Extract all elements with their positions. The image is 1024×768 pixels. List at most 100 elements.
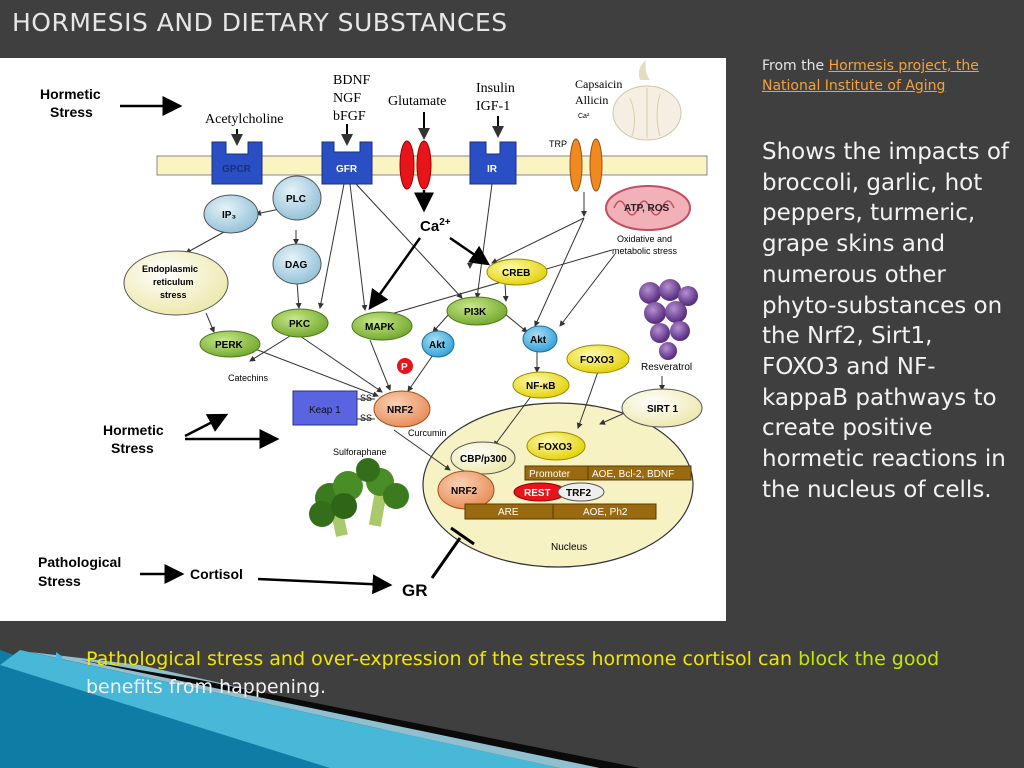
- svg-text:IR: IR: [487, 164, 498, 175]
- svg-text:ARE: ARE: [498, 507, 519, 518]
- disulfide-label-2: SS: [360, 413, 372, 423]
- bfgf-label: bFGF: [333, 109, 366, 124]
- mitochondrion-image: ATP, ROS: [605, 185, 691, 231]
- pathological-stress-line1: Pathological: [38, 554, 121, 570]
- gfr-receptor: GFR: [321, 141, 373, 185]
- oxidative-stress-line1: Oxidative and: [617, 234, 672, 244]
- description-text: Shows the impacts of broccoli, garlic, h…: [762, 139, 1010, 503]
- foxo3-cytoplasm-node: FOXO3: [566, 344, 630, 374]
- bullet-highlight-part2: block the good: [798, 648, 940, 670]
- svg-text:GFR: GFR: [336, 164, 358, 175]
- sirt1-node: SIRT 1: [621, 388, 703, 428]
- nrf2-nucleus-node: NRF2: [437, 470, 495, 510]
- svg-text:GPCR: GPCR: [222, 164, 252, 175]
- creb-node: CREB: [486, 258, 548, 286]
- bullet-highlight-part1: Pathological stress and over-expression …: [86, 648, 799, 670]
- hormetic-stress-top-line2: Stress: [50, 104, 93, 120]
- calcium-label: Ca2+: [420, 217, 451, 235]
- svg-text:P: P: [401, 362, 408, 373]
- phosphate-badge: P: [397, 358, 413, 374]
- mapk-node: MAPK: [351, 311, 413, 341]
- broccoli-image: [309, 458, 409, 537]
- pi3k-node: PI3K: [446, 296, 508, 326]
- svg-text:PKC: PKC: [289, 319, 310, 330]
- resveratrol-label: Resveratrol: [641, 362, 692, 373]
- pkc-node: PKC: [271, 308, 329, 338]
- svg-text:FOXO3: FOXO3: [580, 355, 614, 366]
- trp-channel: [569, 138, 603, 192]
- svg-text:Endoplasmic: Endoplasmic: [142, 264, 198, 274]
- foxo3-nucleus-node: FOXO3: [526, 431, 586, 461]
- trf2-node: TRF2: [557, 482, 605, 502]
- svg-text:REST: REST: [524, 488, 551, 499]
- acetylcholine-label: Acetylcholine: [205, 112, 284, 127]
- garlic-image: [612, 60, 682, 141]
- svg-text:NRF2: NRF2: [387, 405, 414, 416]
- hormetic-stress-top-line1: Hormetic: [40, 86, 101, 102]
- svg-text:Keap 1: Keap 1: [309, 405, 341, 416]
- svg-text:NRF2: NRF2: [451, 486, 478, 497]
- hormetic-stress-mid-line2: Stress: [111, 440, 154, 456]
- cortisol-label: Cortisol: [190, 566, 243, 582]
- bullet-text: Pathological stress and over-expression …: [56, 645, 956, 701]
- svg-text:PLC: PLC: [286, 194, 306, 205]
- igf1-label: IGF-1: [476, 99, 510, 114]
- pathological-stress-line2: Stress: [38, 573, 81, 589]
- decorative-swoosh: [0, 650, 640, 768]
- svg-text:stress: stress: [160, 290, 187, 300]
- calcium-small-label: Ca²: [578, 113, 590, 120]
- svg-text:CBP/p300: CBP/p300: [460, 454, 507, 465]
- aoe-ph2-box: AOE, Ph2: [552, 503, 657, 520]
- svg-text:Promoter: Promoter: [529, 469, 571, 480]
- nucleus-label: Nucleus: [551, 542, 587, 553]
- perk-node: PERK: [199, 330, 261, 358]
- glutamate-channel: [399, 140, 432, 190]
- slide-title: HORMESIS AND DIETARY SUBSTANCES: [12, 8, 508, 37]
- insulin-receptor: IR: [469, 141, 517, 185]
- grape-image: [639, 279, 698, 360]
- ngf-label: NGF: [333, 91, 361, 106]
- capsaicin-label: Capsaicin: [575, 77, 622, 91]
- svg-text:reticulum: reticulum: [153, 277, 194, 287]
- nrf2-cytoplasm-node: NRF2: [373, 390, 431, 428]
- svg-text:CREB: CREB: [502, 268, 530, 279]
- svg-text:MAPK: MAPK: [365, 322, 395, 333]
- atp-ros-label: ATP, ROS: [624, 203, 670, 214]
- svg-text:SIRT 1: SIRT 1: [647, 404, 679, 415]
- disulfide-label-1: SS: [360, 393, 372, 403]
- akt-node-right: Akt: [522, 325, 558, 353]
- svg-text:FOXO3: FOXO3: [538, 442, 572, 453]
- svg-text:IP₃: IP₃: [222, 210, 236, 221]
- svg-text:Akt: Akt: [530, 335, 547, 346]
- svg-text:PERK: PERK: [215, 340, 244, 351]
- svg-text:PI3K: PI3K: [464, 307, 487, 318]
- source-note: From the Hormesis project, the National …: [762, 56, 1002, 96]
- ip3-node: IP₃: [203, 194, 259, 234]
- gpcr-receptor: GPCR: [211, 141, 263, 185]
- svg-text:Akt: Akt: [429, 340, 446, 351]
- gr-label: GR: [402, 581, 428, 600]
- svg-text:TRF2: TRF2: [566, 488, 591, 499]
- akt-node-left: Akt: [421, 330, 455, 358]
- insulin-label: Insulin: [476, 81, 515, 96]
- svg-text:AOE, Ph2: AOE, Ph2: [583, 507, 628, 518]
- er-stress-node: Endoplasmic reticulum stress: [123, 250, 229, 316]
- hormesis-project-link[interactable]: Hormesis project, the National Institute…: [762, 58, 979, 94]
- nfkb-node: NF-κB: [512, 371, 570, 399]
- svg-text:NF-κB: NF-κB: [526, 381, 555, 392]
- oxidative-stress-line2: metabolic stress: [612, 246, 678, 256]
- bdnf-label: BDNF: [333, 73, 371, 88]
- plc-node: PLC: [272, 175, 322, 221]
- aoe-bcl2-bdnf-box: AOE, Bcl-2, BDNF: [587, 465, 692, 481]
- glutamate-label: Glutamate: [388, 94, 446, 109]
- are-box: ARE: [464, 503, 554, 520]
- hormesis-pathway-diagram: Nucleus Acetylcholine BDNF NGF bFGF Glut…: [0, 58, 726, 621]
- svg-text:DAG: DAG: [285, 260, 307, 271]
- bullet-plain-part: benefits from happening.: [86, 676, 327, 698]
- hormetic-stress-mid-line1: Hormetic: [103, 422, 164, 438]
- source-prefix: From the: [762, 58, 829, 74]
- bullet-arrow-icon: [56, 652, 63, 662]
- catechins-label: Catechins: [228, 373, 269, 383]
- keap1-box: Keap 1: [292, 390, 358, 426]
- svg-text:AOE, Bcl-2, BDNF: AOE, Bcl-2, BDNF: [592, 469, 674, 480]
